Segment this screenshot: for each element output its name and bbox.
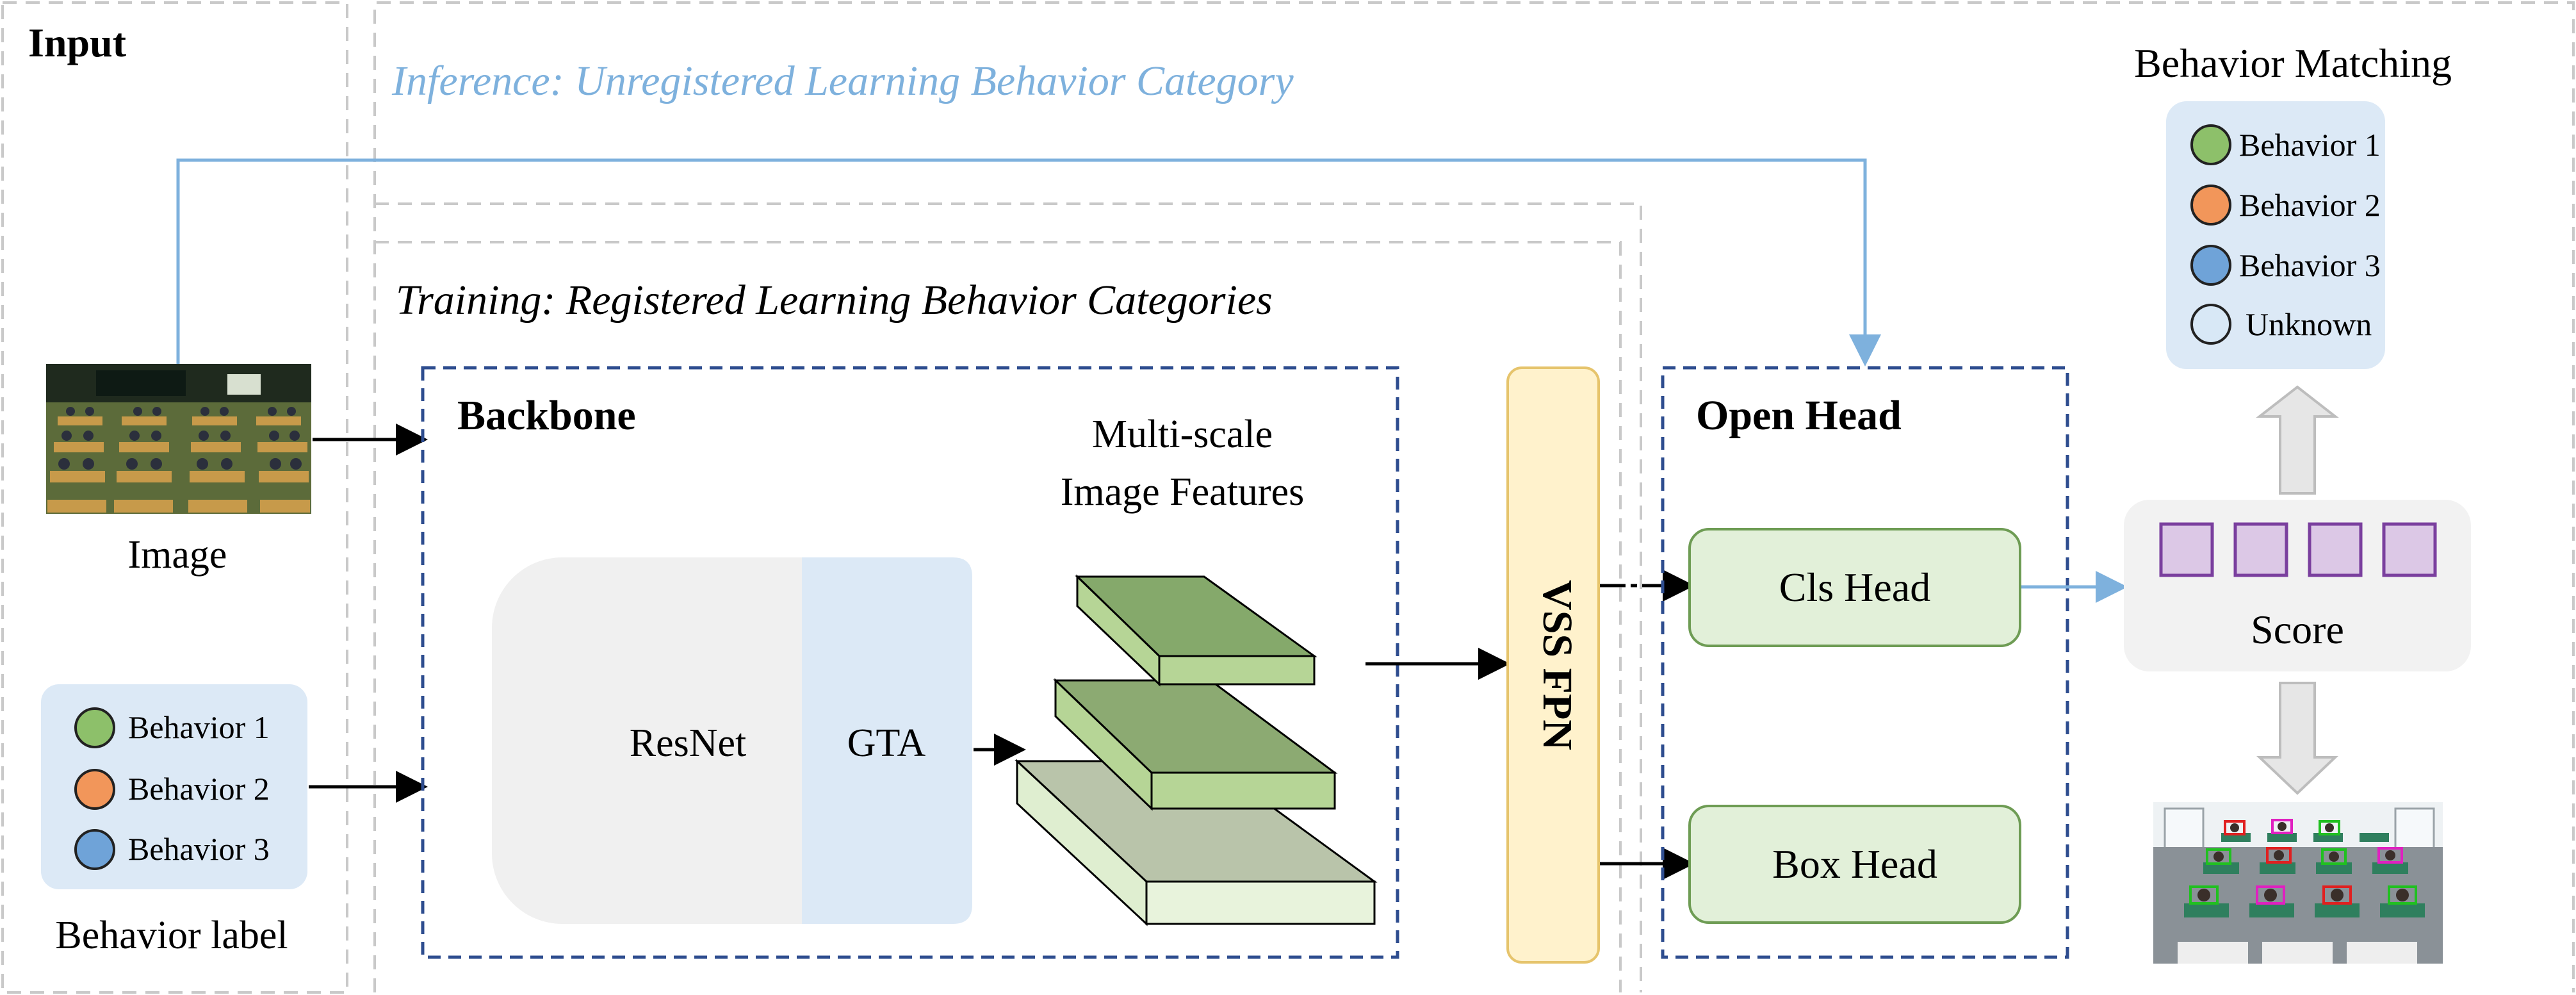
input-region [1,1,348,994]
score-label: Score [2251,607,2344,652]
matching-box [2166,101,2385,369]
matching-behavior-1-label: Behavior 1 [2239,127,2381,163]
score-cell [2159,522,2214,577]
cls-head-label: Cls Head [1779,564,1930,610]
score-cell [2382,522,2437,577]
gta-label: GTA [847,721,926,765]
open-head-title: Open Head [1696,392,1902,439]
matching-behavior-2-label: Behavior 2 [2239,187,2381,223]
behavior-2-label: Behavior 2 [128,771,270,807]
matching-title: Behavior Matching [2134,40,2452,86]
matching-behavior-3-label: Behavior 3 [2239,247,2381,283]
backbone-box [421,366,1399,959]
cls-head-block [1688,528,2021,647]
matching-behavior-2-dot [2190,185,2231,226]
behavior-3-dot [74,829,115,870]
detection-result-image [2153,802,2443,964]
features-label-line2: Image Features [1061,470,1304,514]
inference-title: Inference: Unregistered Learning Behavio… [391,58,1294,104]
box-head-block [1688,805,2021,924]
matching-legend: Behavior 1 Behavior 2 Behavior 3 Unknown [2190,124,2381,345]
input-title: Input [28,20,127,65]
score-cells [2159,522,2437,577]
matching-behavior-3-dot [2190,245,2231,286]
matching-behavior-1-dot [2190,124,2231,165]
classroom-image [46,364,311,514]
score-to-result-arrow [2256,682,2339,795]
training-region [375,241,1622,992]
backbone-title: Backbone [457,392,636,439]
vss-fpn-label: VSS FPN [1534,580,1581,750]
features-label-line1: Multi-scale [1092,413,1273,456]
behavior-1-label: Behavior 1 [128,709,270,745]
training-title: Training: Registered Learning Behavior C… [396,277,1273,324]
behavior-3-label: Behavior 3 [128,831,270,867]
behavior-1-dot [74,707,115,748]
score-to-matching-arrow [2256,385,2339,495]
gta-block [802,557,972,924]
score-cell [2308,522,2363,577]
box-head-label: Box Head [1772,841,1937,887]
open-head-box [1661,366,2069,959]
matching-unknown-label: Unknown [2246,306,2372,342]
feature-map-small [1075,574,1317,687]
score-cell [2233,522,2288,577]
vss-fpn-block [1506,366,1600,964]
behavior-legend: Behavior 1 Behavior 2 Behavior 3 [74,707,270,870]
matching-unknown-dot [2190,304,2231,345]
image-label: Image [128,533,227,577]
inference-region [373,1,2575,992]
resnet-label: ResNet [630,721,747,765]
behavior-2-dot [74,769,115,810]
inference-inner-border [375,202,1642,992]
inference-arrow [176,158,1881,366]
behavior-label-caption: Behavior label [55,914,288,957]
